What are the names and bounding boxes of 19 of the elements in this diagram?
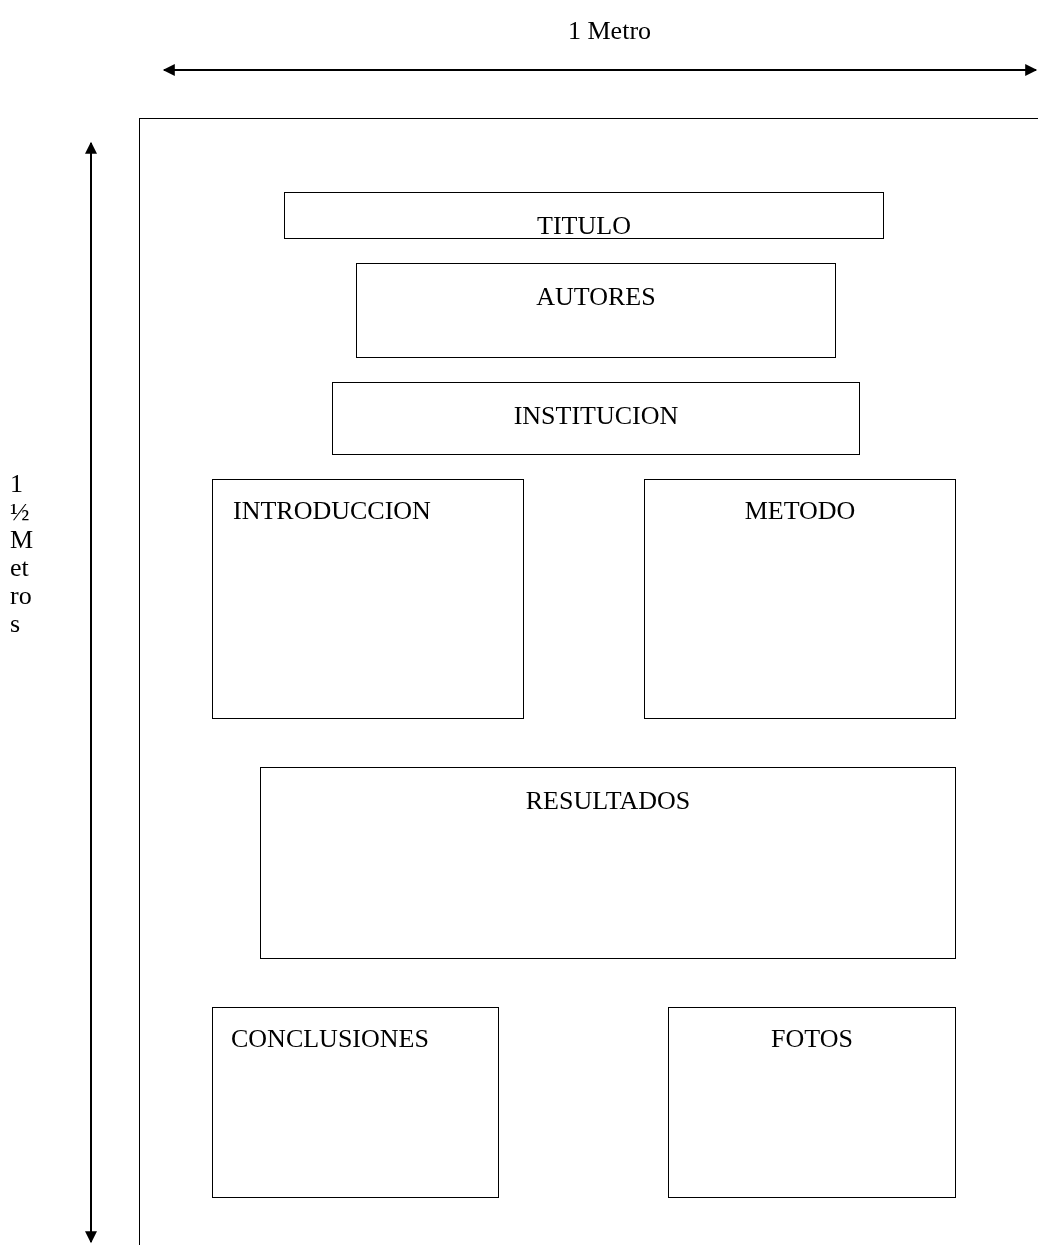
section-heading: RESULTADOS [524, 788, 692, 814]
section-box [212, 479, 524, 719]
section-heading: INTRODUCCION [233, 498, 431, 524]
dimension-label: 1 Metro [568, 18, 652, 44]
section-box [668, 1007, 956, 1198]
section-heading: AUTORES [535, 284, 657, 310]
poster-outline [139, 118, 1038, 1245]
section-heading: INSTITUCION [512, 403, 680, 429]
section-box [284, 192, 884, 239]
section-box [212, 1007, 499, 1198]
section-box [260, 767, 956, 959]
section-box [356, 263, 836, 358]
dimension-label: 1 ½ Metros [10, 470, 34, 638]
section-heading: TITULO [536, 213, 632, 239]
section-heading: FOTOS [770, 1026, 854, 1052]
section-box [644, 479, 956, 719]
section-heading: CONCLUSIONES [231, 1026, 429, 1052]
section-box [332, 382, 860, 455]
section-heading: METODO [743, 498, 857, 524]
